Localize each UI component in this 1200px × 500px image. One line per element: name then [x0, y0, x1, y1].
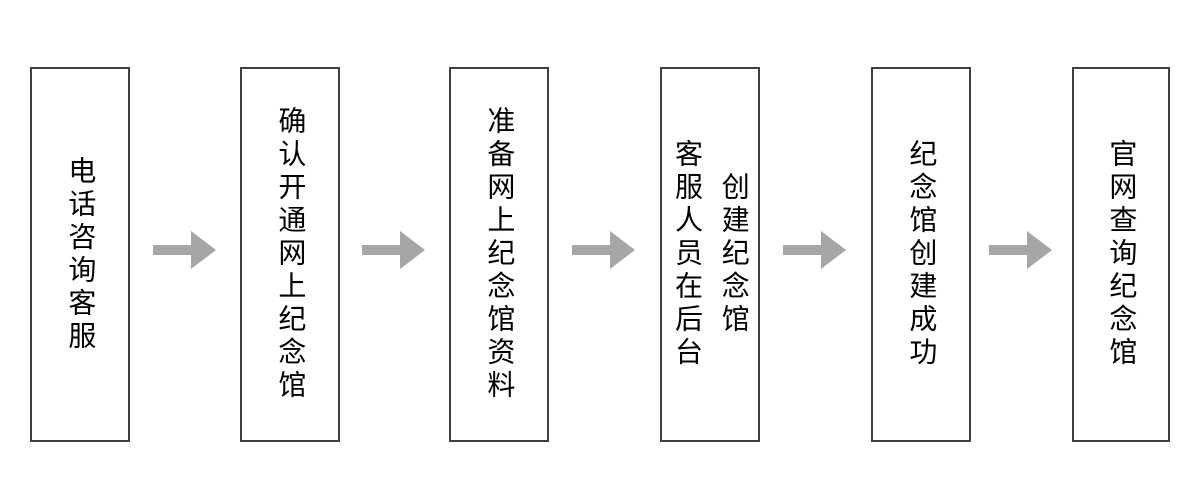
right-arrow-icon: [989, 231, 1052, 269]
step-label: 电话咨询客服: [65, 155, 97, 354]
right-arrow-icon: [783, 231, 846, 269]
right-arrow-shape: [783, 231, 846, 269]
right-arrow-icon: [572, 231, 635, 269]
step-label: 纪念馆创建成功: [906, 139, 938, 370]
step-box-official-site-query: 官网查询纪念馆: [1072, 67, 1170, 442]
right-arrow-icon: [153, 231, 216, 269]
right-arrow-shape: [153, 231, 216, 269]
step-label-column-1: 客服人员在后台: [672, 139, 703, 370]
step-box-create-success: 纪念馆创建成功: [871, 67, 971, 442]
step-label: 确认开通网上纪念馆: [275, 106, 307, 403]
right-arrow-icon: [362, 231, 425, 269]
step-box-phone-consult: 电话咨询客服: [30, 67, 130, 442]
step-label: 官网查询纪念馆: [1106, 139, 1138, 370]
step-label: 准备网上纪念馆资料: [484, 106, 516, 403]
step-label-column-2: 创建纪念馆: [718, 172, 750, 337]
step-box-prepare-materials: 准备网上纪念馆资料: [449, 67, 549, 442]
right-arrow-shape: [989, 231, 1052, 269]
right-arrow-shape: [362, 231, 425, 269]
step-box-confirm-open: 确认开通网上纪念馆: [240, 67, 340, 442]
right-arrow-shape: [572, 231, 635, 269]
step-box-staff-create: 客服人员在后台 创建纪念馆: [660, 67, 760, 442]
